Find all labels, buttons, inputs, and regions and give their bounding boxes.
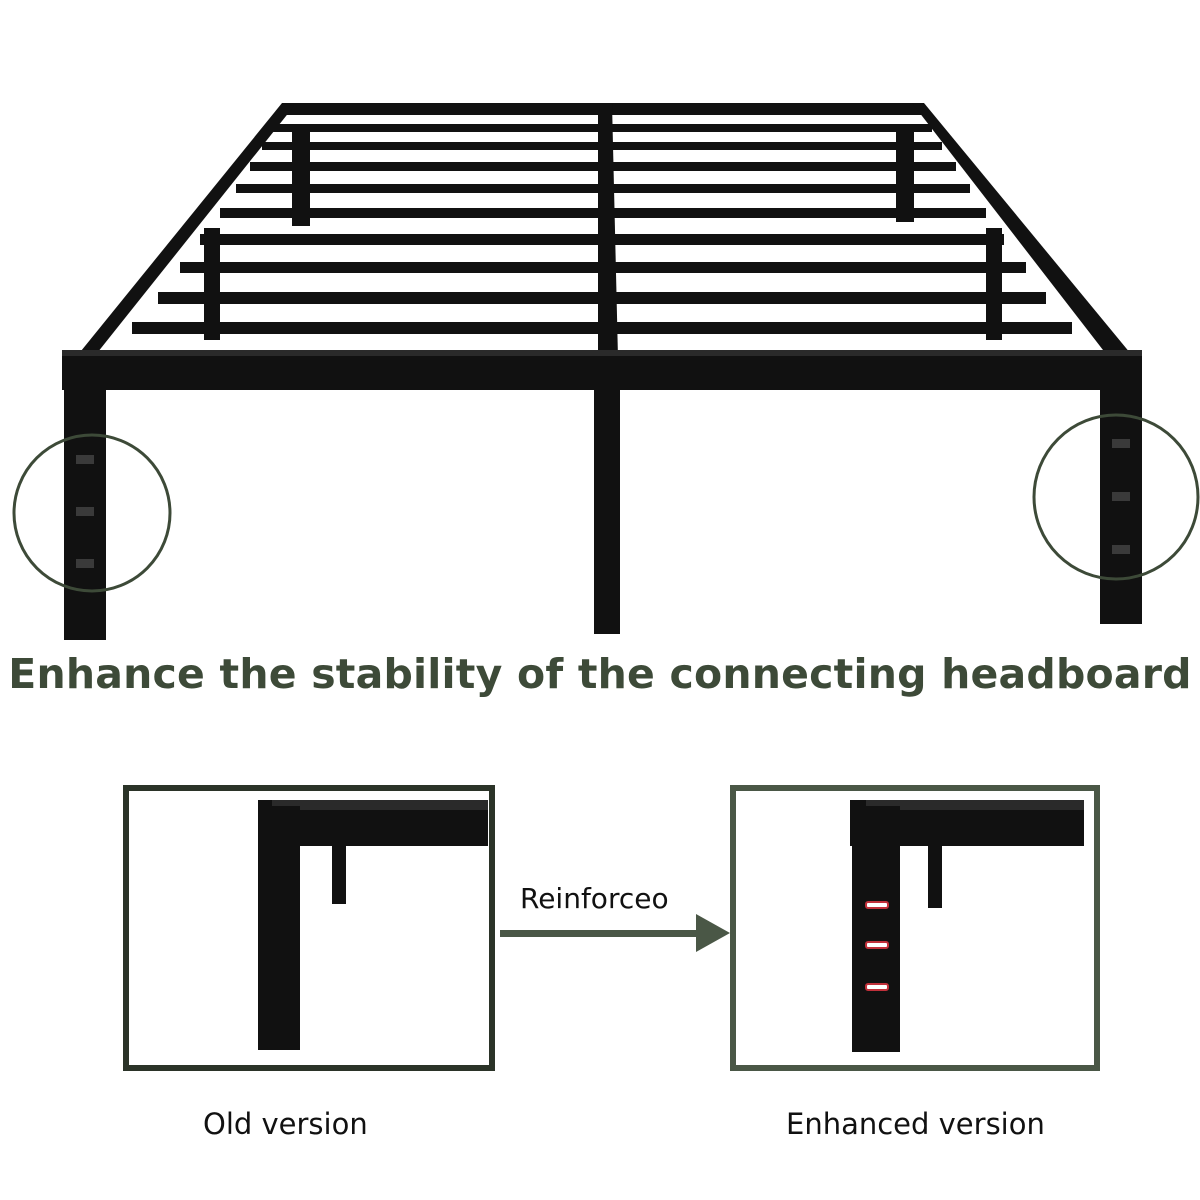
enhanced-leg [852,806,900,1052]
bed-frame-illustration [12,103,1200,640]
old-leg [258,806,300,1050]
arrow-label: Reinforceo [520,882,669,915]
right-highlight-circle [1032,413,1200,581]
comparison-diagram [123,785,1100,1071]
left-highlight-circle [12,433,172,593]
bed-frame [62,103,1142,640]
front-left-leg [64,366,106,640]
enhanced-inner-leg [928,846,942,908]
enhanced-leg-holes [865,901,889,991]
reinforce-arrow [500,914,730,952]
old-version-box [123,785,495,1071]
enhanced-version-label: Enhanced version [786,1107,1045,1141]
old-inner-leg [332,846,346,904]
headline: Enhance the stability of the connecting … [8,650,1192,698]
old-version-label: Old version [203,1107,368,1141]
slats [132,124,1072,334]
center-leg [594,388,620,634]
enhanced-version-box [730,785,1100,1071]
leg-holes [76,439,1130,568]
